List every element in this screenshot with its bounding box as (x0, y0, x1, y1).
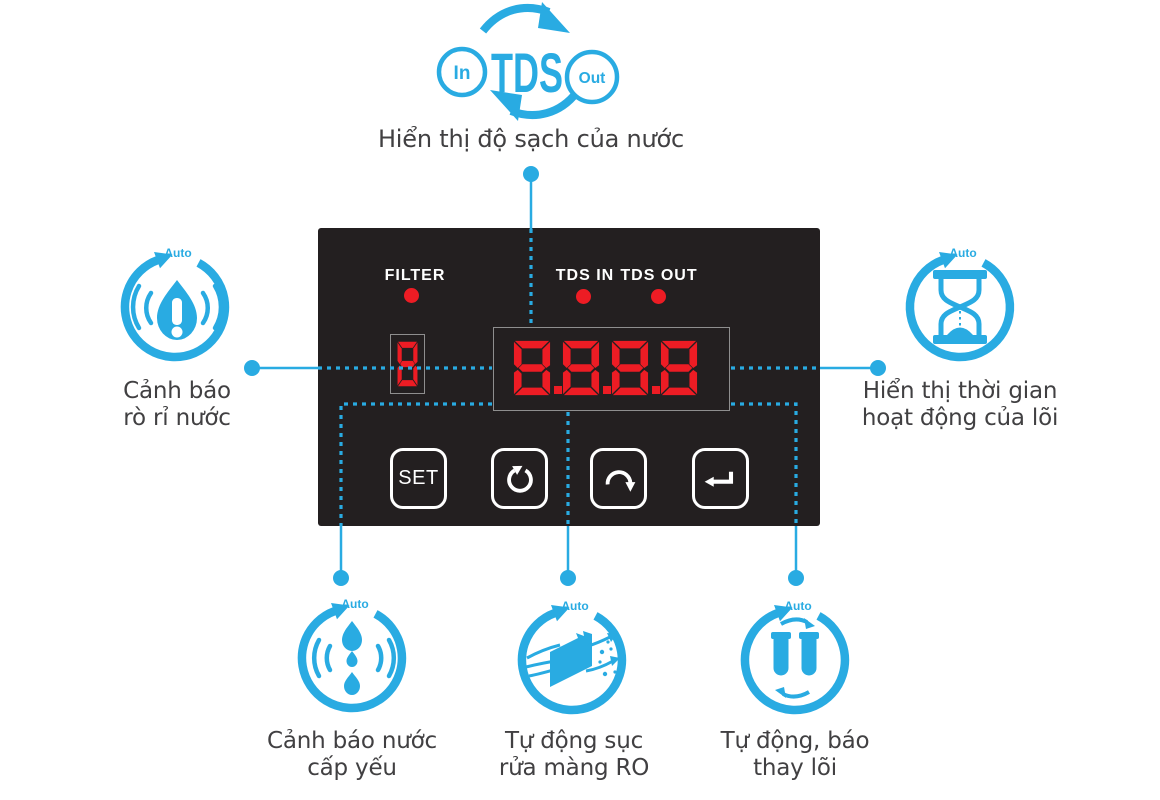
core-replacement-icon: Auto (735, 599, 855, 720)
control-panel: FILTER TDS IN TDS OUT SET (318, 228, 820, 526)
tds-logo: In TDS Out (436, 2, 620, 121)
tds-out-label: TDS OUT (620, 267, 698, 284)
tds-in-label: TDS IN (555, 267, 615, 284)
filter-cartridges-icon (769, 616, 821, 700)
water-drop-alert-icon (133, 280, 221, 340)
auto-label: Auto (561, 599, 589, 613)
led-display (493, 327, 730, 411)
logo-in-circle (436, 46, 488, 98)
led-display-digits (494, 328, 729, 396)
auto-label: Auto (784, 599, 812, 613)
rotate-cw-button[interactable] (590, 448, 647, 509)
membrane-flush-icon (524, 629, 622, 689)
enter-icon (704, 471, 733, 487)
connector-node (244, 360, 260, 376)
core-time-label: Hiển thị thời gian hoạt động của lõi (861, 378, 1059, 431)
weak-supply-label: Cảnh báo nước cấp yếu (267, 728, 437, 781)
hourglass-icon (933, 270, 987, 344)
set-button[interactable]: SET (390, 448, 447, 509)
tds-in-led (576, 289, 591, 304)
connector-node (333, 570, 349, 586)
leak-warning-icon: Auto (115, 246, 235, 367)
logo-title: TDS (491, 41, 563, 104)
tds-out-led (651, 289, 666, 304)
connector-node (523, 166, 539, 182)
seven-segment-digit (397, 341, 418, 387)
filter-label: FILTER (384, 267, 446, 284)
auto-label: Auto (164, 246, 192, 260)
rotate-cw-icon (605, 469, 635, 492)
seven-segment-digit (562, 340, 600, 396)
seven-segment-digit (513, 340, 551, 396)
core-time-icon: Auto (900, 246, 1020, 367)
logo-caption: Hiển thị độ sạch của nước (377, 125, 685, 153)
enter-button[interactable] (692, 448, 749, 509)
logo-out-label: Out (579, 70, 606, 87)
connector-node (870, 360, 886, 376)
seven-segment-digit (611, 340, 649, 396)
decimal-point (603, 386, 611, 394)
logo-out-circle (564, 49, 620, 105)
connector-node (560, 570, 576, 586)
sub-digit-display (390, 334, 425, 394)
leak-warning-label: Cảnh báo rò rỉ nước (123, 378, 231, 431)
water-drops-icon (314, 621, 394, 695)
auto-label: Auto (949, 246, 977, 260)
connector-node (788, 570, 804, 586)
rotate-ccw-icon (506, 465, 533, 493)
auto-label: Auto (341, 597, 369, 611)
weak-supply-icon: Auto (292, 597, 412, 718)
core-replacement-label: Tự động, báo thay lõi (720, 728, 870, 781)
decimal-point (554, 386, 562, 394)
filter-led (404, 288, 419, 303)
decimal-point (652, 386, 660, 394)
ro-flush-label: Tự động sục rửa màng RO (498, 728, 650, 781)
rotate-ccw-button[interactable] (491, 448, 548, 509)
ro-flush-icon: Auto (512, 599, 632, 720)
seven-segment-digit (660, 340, 698, 396)
logo-in-label: In (454, 63, 471, 84)
